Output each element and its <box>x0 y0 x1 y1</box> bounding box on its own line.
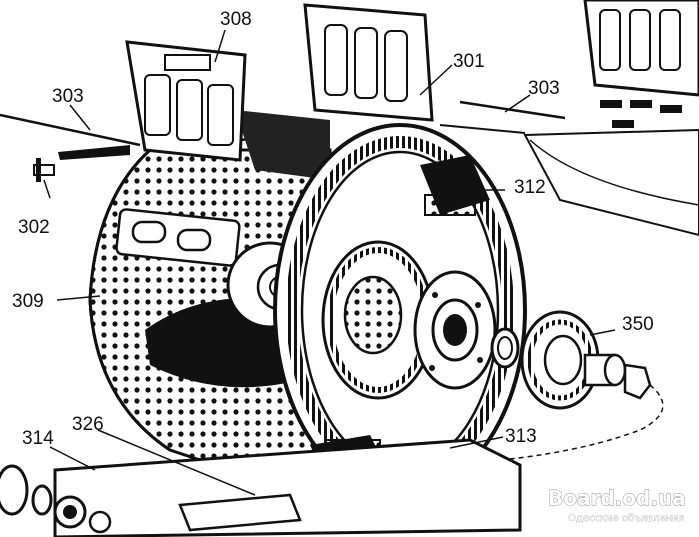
callout-303-left: 303 <box>52 86 84 107</box>
shaft-axis-line <box>429 384 664 466</box>
screw-302 <box>33 158 55 182</box>
callout-350: 350 <box>622 314 654 335</box>
callout-313: 313 <box>505 426 537 447</box>
callout-309: 309 <box>12 291 44 312</box>
drum-slots <box>115 208 241 267</box>
callout-308: 308 <box>220 9 252 30</box>
rods-303 <box>0 100 566 160</box>
callout-326: 326 <box>72 414 104 435</box>
hub-disc <box>413 270 497 390</box>
callout-303-right: 303 <box>528 78 560 99</box>
callout-302: 302 <box>18 217 50 238</box>
seal-ring <box>490 327 520 369</box>
callout-314: 314 <box>22 428 54 449</box>
lifter-panel-308 <box>125 40 247 162</box>
watermark-caption: Одесские объявления <box>568 513 685 524</box>
leader-lines <box>43 29 616 496</box>
counterweight-block-312 <box>420 155 490 216</box>
clip-rings <box>0 464 53 516</box>
watermark-site: Board.od.ua <box>548 486 686 510</box>
callout-312: 312 <box>514 177 546 198</box>
callout-301: 301 <box>453 51 485 72</box>
base-tray <box>53 438 522 537</box>
lifter-panel-301 <box>303 3 434 122</box>
bearing-housing <box>520 310 652 410</box>
rail-detail-right <box>523 100 699 237</box>
lifter-panel-top-right <box>583 0 699 97</box>
